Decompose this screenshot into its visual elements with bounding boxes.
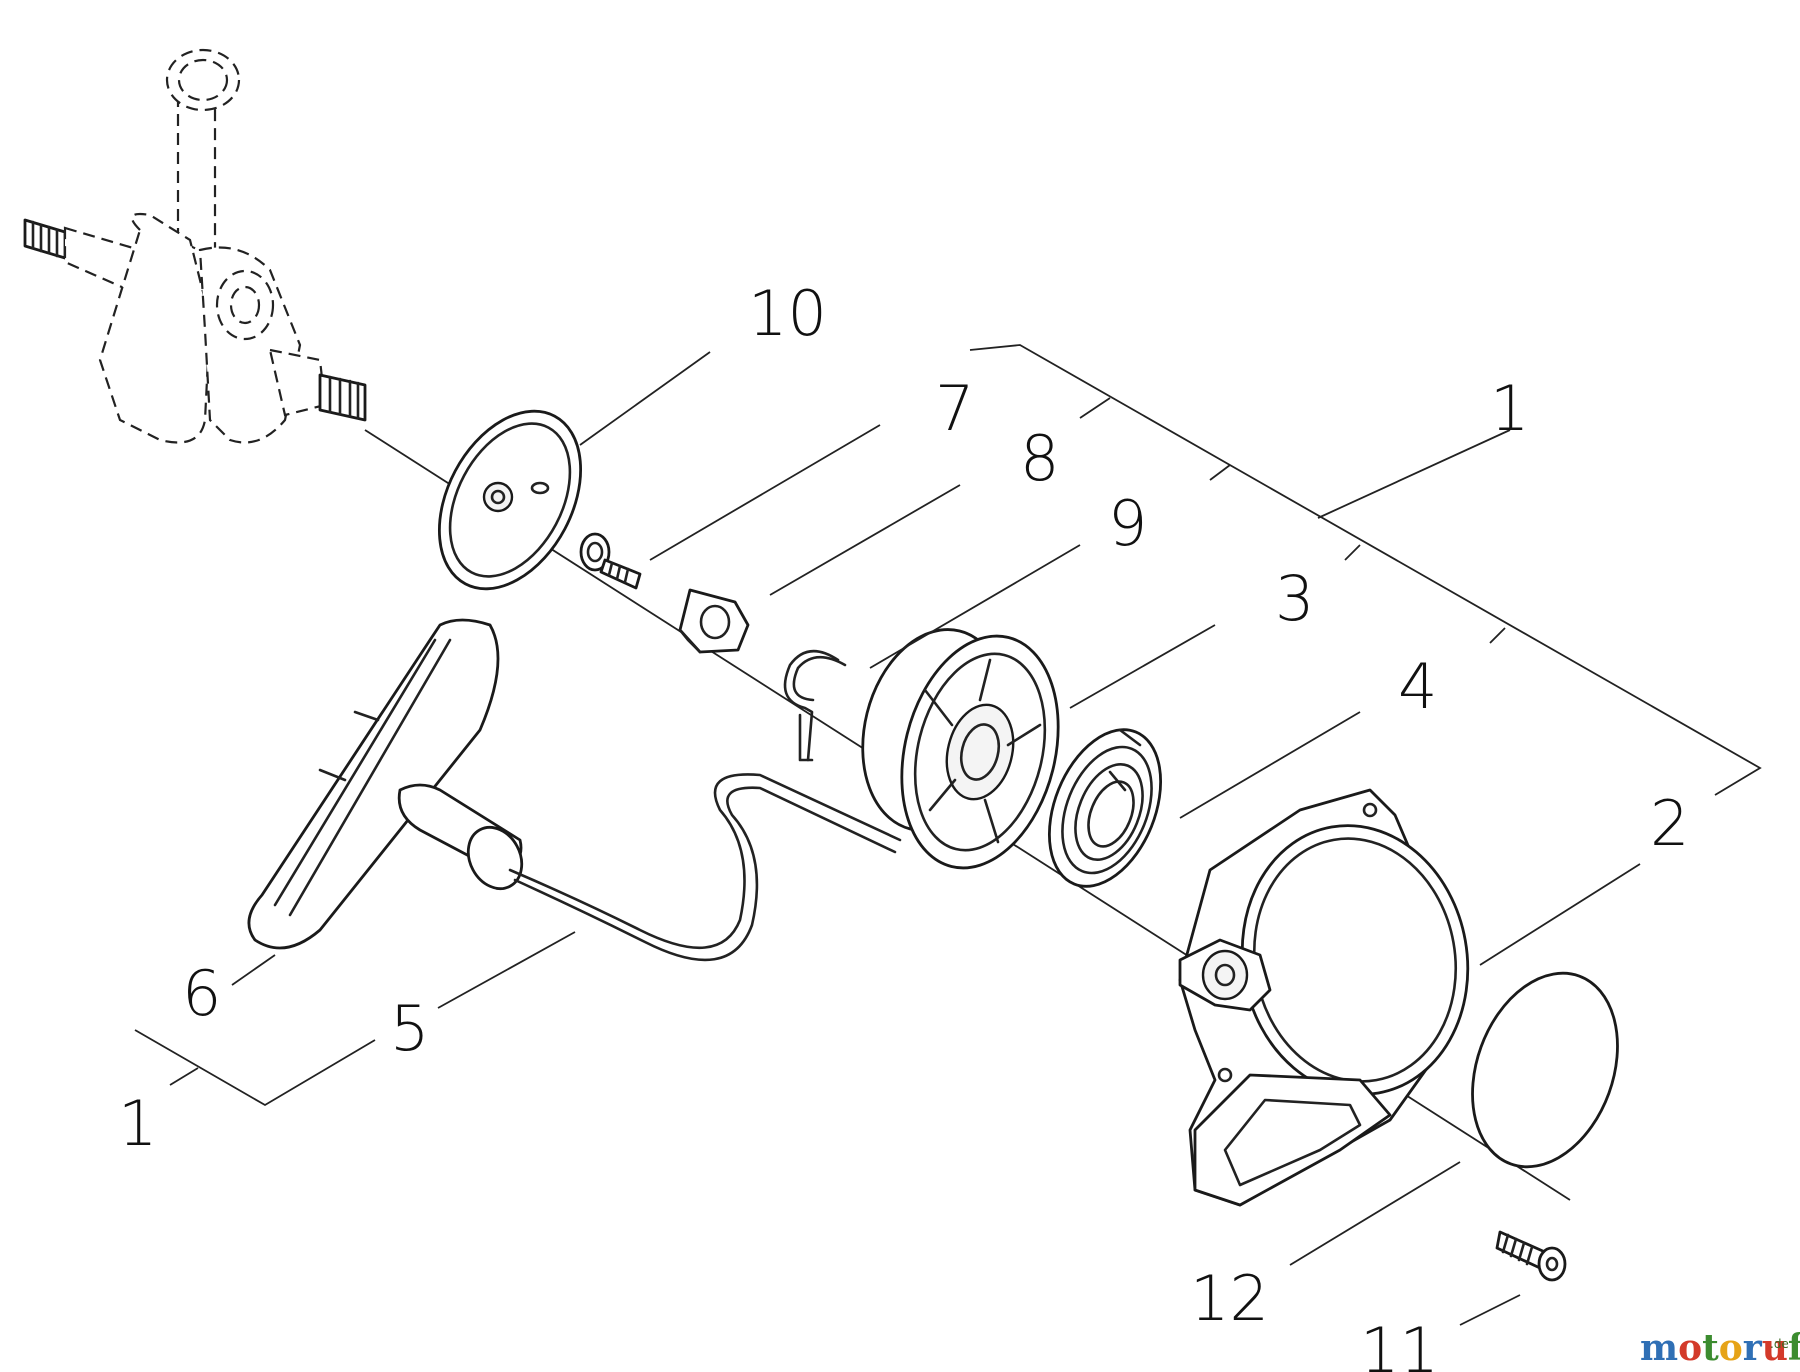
callout-8: 8	[1020, 422, 1059, 495]
callout-12: 12	[1190, 1262, 1269, 1335]
callout-1-top: 1	[1490, 372, 1529, 445]
callout-labels: 10 7 8 1 9 3 4 2 6 5 1 12 11	[118, 277, 1689, 1372]
spring-clip-icon	[783, 649, 847, 762]
callout-2: 2	[1650, 787, 1689, 860]
watermark-suffix: .de	[1770, 1337, 1789, 1351]
callout-9: 9	[1108, 487, 1147, 560]
callout-5: 5	[390, 992, 429, 1065]
callout-7: 7	[935, 372, 974, 445]
callout-11: 11	[1360, 1314, 1439, 1372]
pawl-icon	[678, 588, 750, 654]
bolt-icon	[579, 532, 642, 590]
cover-disc-icon	[1471, 971, 1619, 1169]
callout-1-bottom: 1	[118, 1087, 157, 1160]
crankshaft-icon	[23, 48, 367, 444]
starter-rope-icon	[508, 773, 902, 962]
callout-10: 10	[748, 277, 827, 350]
screw-icon	[1495, 1230, 1567, 1282]
starter-housing-icon	[1178, 788, 1470, 1207]
callout-4: 4	[1398, 650, 1437, 723]
leader-lines	[134, 344, 1762, 1326]
watermark-logo: motoruf	[1640, 1327, 1800, 1369]
flywheel-icon	[437, 409, 583, 591]
recoil-spring-icon	[1047, 728, 1163, 888]
t-handle-icon	[247, 618, 524, 950]
motoruf-watermark: motoruf .de	[1640, 1327, 1800, 1369]
callout-6: 6	[182, 957, 221, 1030]
rope-reel-icon	[861, 628, 1060, 870]
callout-3: 3	[1275, 562, 1314, 635]
